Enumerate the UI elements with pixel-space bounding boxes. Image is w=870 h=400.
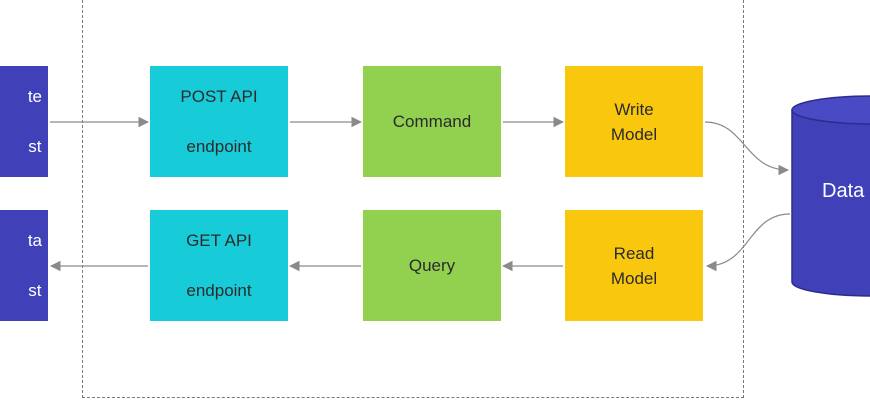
service-boundary (82, 0, 744, 398)
write-model-label: Write Model (610, 99, 658, 144)
read-model-box: Read Model (565, 210, 703, 321)
data-request-line2: st (28, 281, 42, 300)
post-endpoint-line2: endpoint (186, 137, 252, 156)
get-endpoint-line1: GET API (186, 231, 252, 250)
query-box: Query (363, 210, 501, 321)
data-request-line1: ta (27, 231, 42, 250)
database-cylinder (791, 95, 870, 297)
post-endpoint-line1: POST API (180, 87, 258, 106)
write-request-line1: te (27, 87, 42, 106)
command-box: Command (363, 66, 501, 177)
command-label: Command (392, 112, 472, 131)
database-label: Data (822, 180, 865, 202)
data-request-box: ta st (0, 210, 48, 321)
get-api-endpoint-box: GET API endpoint (150, 210, 288, 321)
arrow-database-to-read-model (705, 213, 791, 272)
write-request-box: te st (0, 66, 48, 177)
get-endpoint-line2: endpoint (186, 281, 252, 300)
query-label: Query (408, 256, 456, 275)
write-request-line2: st (28, 137, 42, 156)
post-api-endpoint-box: POST API endpoint (150, 66, 288, 177)
read-model-label: Read Model (610, 243, 658, 288)
write-model-box: Write Model (565, 66, 703, 177)
arrow-write-model-to-database (704, 121, 790, 176)
